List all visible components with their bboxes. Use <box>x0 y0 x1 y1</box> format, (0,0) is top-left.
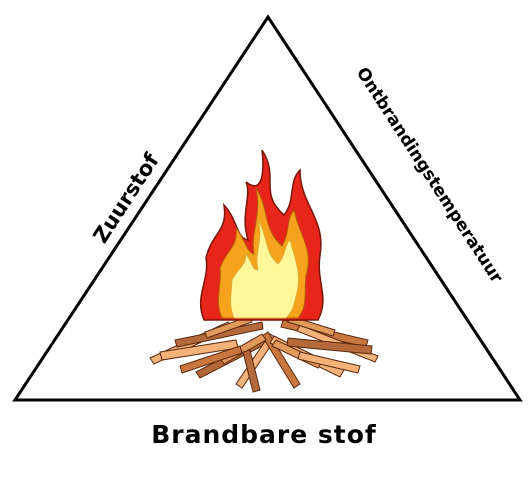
fire-triangle <box>12 14 523 402</box>
campfire-icon <box>149 149 379 393</box>
label-fuel: Brandbare stof <box>151 420 377 449</box>
label-ignition-temperature: Ontbrandingstemperatuur <box>352 64 507 287</box>
